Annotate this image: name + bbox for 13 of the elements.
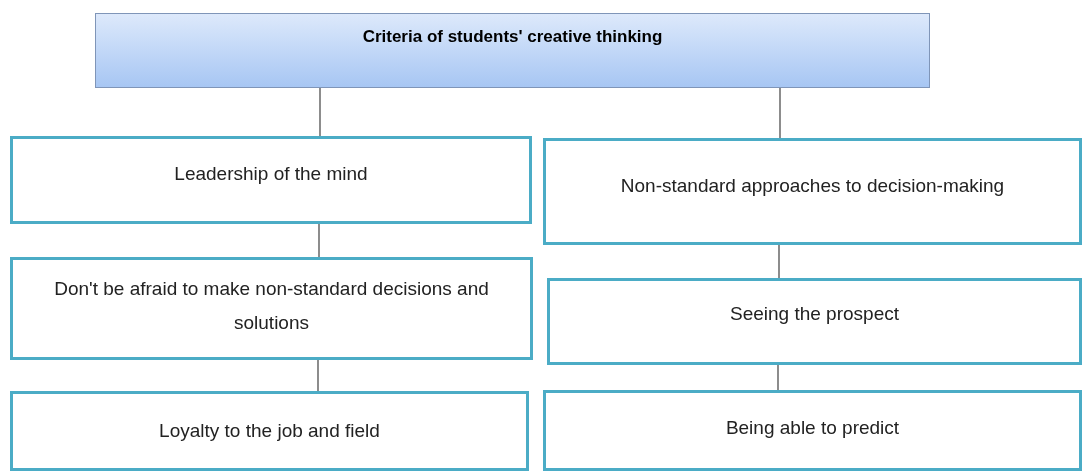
title-box: Criteria of students' creative thinking (95, 13, 930, 88)
criterion-box: Non-standard approaches to decision-making (543, 138, 1082, 245)
connector-line (319, 87, 321, 137)
criterion-box: Loyalty to the job and field (10, 391, 529, 471)
connector-line (779, 87, 781, 139)
connector-line (318, 223, 320, 258)
criterion-box: Being able to predict (543, 390, 1082, 471)
criterion-box: Seeing the prospect (547, 278, 1082, 365)
connector-line (778, 244, 780, 279)
criterion-box: Leadership of the mind (10, 136, 532, 224)
connector-line (317, 359, 319, 392)
connector-line (777, 364, 779, 391)
criterion-box: Don't be afraid to make non-standard decisions and solutions (10, 257, 533, 360)
